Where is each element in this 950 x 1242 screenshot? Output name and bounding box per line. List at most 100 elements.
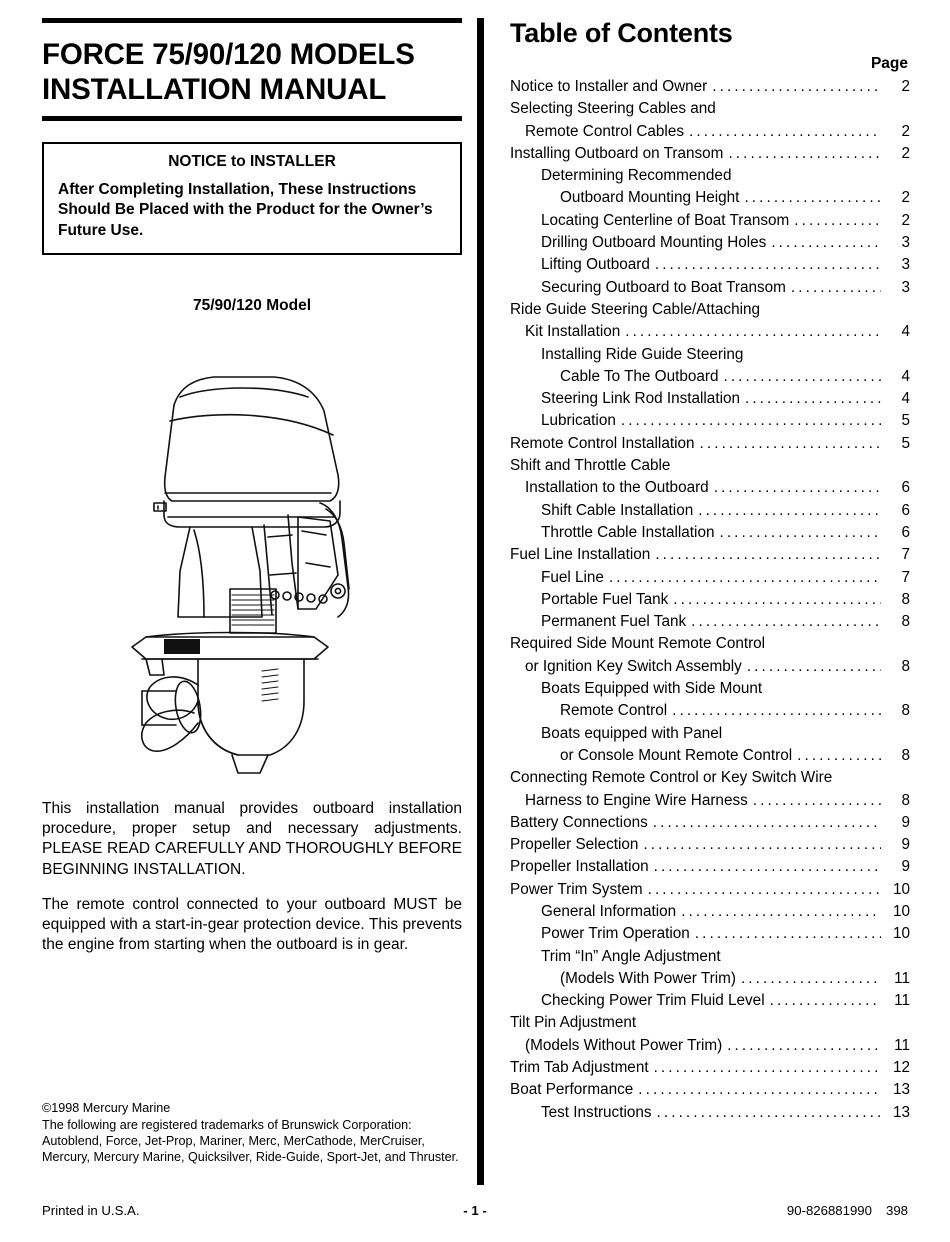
toc-entry[interactable]: Trim Tab Adjustment.....................… bbox=[510, 1060, 910, 1076]
toc-entry-page-number: 8 bbox=[901, 657, 910, 675]
toc-entry-page-number: 6 bbox=[901, 523, 910, 541]
table-of-contents: Table of Contents Page Notice to Install… bbox=[510, 18, 910, 1127]
toc-entry-label: Test Instructions bbox=[541, 1103, 652, 1121]
toc-entry-page-number: 3 bbox=[901, 256, 910, 274]
toc-entry-label: Harness to Engine Wire Harness bbox=[525, 791, 748, 809]
toc-entry-label: Locating Centerline of Boat Transom bbox=[541, 211, 790, 229]
toc-entry[interactable]: Locating Centerline of Boat Transom.....… bbox=[510, 211, 910, 229]
toc-leader-dots: ........................................… bbox=[744, 190, 881, 206]
toc-entry-page-number: 4 bbox=[901, 367, 910, 385]
toc-entry-label: Power Trim Operation bbox=[541, 925, 690, 943]
toc-entry[interactable]: Securing Outboard to Boat Transom.......… bbox=[510, 279, 910, 295]
toc-entry-page-number: 2 bbox=[901, 189, 910, 207]
toc-entry[interactable]: Test Instructions.......................… bbox=[510, 1103, 910, 1121]
toc-entry[interactable]: Drilling Outboard Mounting Holes........… bbox=[510, 235, 910, 251]
toc-entry[interactable]: Notice to Installer and Owner...........… bbox=[510, 78, 910, 95]
toc-entry[interactable]: Cable To The Outboard...................… bbox=[510, 367, 910, 385]
toc-entry-label: Fuel Line Installation bbox=[510, 546, 651, 564]
column-divider bbox=[477, 18, 484, 1185]
toc-entry[interactable]: Installing Outboard on Transom..........… bbox=[510, 145, 910, 162]
toc-entry-label: Installation to the Outboard bbox=[525, 479, 709, 497]
toc-entry[interactable]: Determining Recommended bbox=[510, 167, 910, 185]
toc-entry-page-number: 11 bbox=[894, 1036, 910, 1054]
toc-leader-dots: ........................................… bbox=[620, 413, 881, 429]
toc-entry[interactable]: Connecting Remote Control or Key Switch … bbox=[510, 770, 910, 786]
toc-entry[interactable]: Throttle Cable Installation.............… bbox=[510, 523, 910, 541]
toc-leader-dots: ........................................… bbox=[746, 658, 881, 675]
toc-leader-dots: ........................................… bbox=[691, 614, 881, 630]
toc-leader-dots: ........................................… bbox=[653, 1060, 881, 1076]
toc-entry-label: Lubrication bbox=[541, 412, 616, 430]
toc-entry-label: Notice to Installer and Owner bbox=[510, 78, 708, 95]
toc-entry[interactable]: Shift Cable Installation................… bbox=[510, 502, 910, 518]
toc-entry[interactable]: Installing Ride Guide Steering bbox=[510, 345, 910, 363]
toc-entry[interactable]: Power Trim System.......................… bbox=[510, 881, 910, 897]
intro-paragraph-2: The remote control connected to your out… bbox=[42, 895, 462, 953]
toc-entry[interactable]: Remote Control Installation.............… bbox=[510, 434, 910, 452]
toc-entry[interactable]: Steering Link Rod Installation..........… bbox=[510, 390, 910, 408]
toc-entry-page-number: 5 bbox=[901, 434, 910, 452]
toc-entry[interactable]: Checking Power Trim Fluid Level.........… bbox=[510, 993, 910, 1009]
toc-entry[interactable]: (Models With Power Trim)................… bbox=[510, 969, 910, 987]
toc-entry[interactable]: Outboard Mounting Height................… bbox=[510, 189, 910, 207]
toc-entry[interactable]: Power Trim Operation....................… bbox=[510, 925, 910, 943]
toc-entry[interactable]: Kit Installation........................… bbox=[510, 324, 910, 340]
toc-entry[interactable]: (Models Without Power Trim).............… bbox=[510, 1036, 910, 1054]
toc-entry[interactable]: Ride Guide Steering Cable/Attaching bbox=[510, 302, 910, 318]
toc-entry-page-number: 10 bbox=[892, 925, 910, 943]
toc-leader-dots: ........................................… bbox=[728, 145, 881, 162]
toc-entry-page-number: 7 bbox=[901, 546, 910, 564]
toc-entry-page-number: 10 bbox=[892, 902, 910, 920]
toc-entry[interactable]: Propeller Selection.....................… bbox=[510, 837, 910, 853]
toc-entry-label: Boats Equipped with Side Mount bbox=[541, 680, 763, 698]
toc-entry-label: Trim “In” Angle Adjustment bbox=[541, 947, 721, 965]
toc-entry[interactable]: or Ignition Key Switch Assembly.........… bbox=[510, 657, 910, 675]
toc-entry[interactable]: Fuel Line Installation..................… bbox=[510, 546, 910, 564]
toc-leader-dots: ........................................… bbox=[713, 480, 881, 496]
copyright-line: ©1998 Mercury Marine bbox=[42, 1101, 171, 1115]
footer-revision: 398 bbox=[885, 1203, 908, 1218]
toc-entry-page-number: 11 bbox=[894, 969, 910, 987]
notice-body-text: After Completing Installation, These Ins… bbox=[58, 180, 433, 239]
toc-entry[interactable]: Fuel Line...............................… bbox=[510, 569, 910, 585]
toc-entry[interactable]: Portable Fuel Tank......................… bbox=[510, 590, 910, 608]
toc-entry[interactable]: Boats Equipped with Side Mount bbox=[510, 680, 910, 698]
toc-entry-label: Permanent Fuel Tank bbox=[541, 613, 687, 631]
toc-entry[interactable]: or Console Mount Remote Control.........… bbox=[510, 746, 910, 764]
toc-entry-label: or Console Mount Remote Control bbox=[560, 746, 793, 764]
footer-page-number: - 1 - bbox=[463, 1203, 487, 1218]
toc-entry[interactable]: Tilt Pin Adjustment bbox=[510, 1015, 910, 1031]
toc-entry-label: Battery Connections bbox=[510, 813, 648, 831]
toc-entry[interactable]: General Information.....................… bbox=[510, 902, 910, 920]
toc-entry-label: Determining Recommended bbox=[541, 167, 732, 185]
toc-leader-dots: ........................................… bbox=[740, 970, 881, 987]
toc-entry[interactable]: Lifting Outboard........................… bbox=[510, 256, 910, 274]
toc-entry[interactable]: Required Side Mount Remote Control bbox=[510, 636, 910, 652]
toc-leader-dots: ........................................… bbox=[608, 569, 881, 585]
toc-entry[interactable]: Boat Performance........................… bbox=[510, 1082, 910, 1098]
toc-entry[interactable]: Lubrication.............................… bbox=[510, 412, 910, 430]
toc-entry-label: Remote Control Installation bbox=[510, 434, 695, 452]
toc-entry[interactable]: Installation to the Outboard............… bbox=[510, 479, 910, 497]
toc-entry-page-number: 6 bbox=[901, 479, 910, 497]
toc-leader-dots: ........................................… bbox=[744, 391, 881, 407]
toc-title: Table of Contents bbox=[510, 18, 733, 48]
toc-entry[interactable]: Harness to Engine Wire Harness..........… bbox=[510, 791, 910, 809]
toc-entry-label: Boats equipped with Panel bbox=[541, 724, 723, 742]
toc-entry-label: Installing Ride Guide Steering bbox=[541, 345, 744, 363]
toc-leader-dots: ........................................… bbox=[727, 1037, 881, 1054]
toc-entry[interactable]: Remote Control..........................… bbox=[510, 703, 910, 719]
toc-entry-label: Steering Link Rod Installation bbox=[541, 390, 740, 408]
toc-entry[interactable]: Trim “In” Angle Adjustment bbox=[510, 947, 910, 965]
toc-entry[interactable]: Remote Control Cables...................… bbox=[510, 123, 910, 139]
toc-leader-dots: ........................................… bbox=[672, 703, 881, 719]
toc-entry-label: Portable Fuel Tank bbox=[541, 590, 669, 608]
toc-entry[interactable]: Propeller Installation..................… bbox=[510, 859, 910, 875]
toc-entry[interactable]: Permanent Fuel Tank.....................… bbox=[510, 613, 910, 631]
toc-entry[interactable]: Battery Connections.....................… bbox=[510, 813, 910, 831]
toc-entry[interactable]: Selecting Steering Cables and bbox=[510, 101, 910, 117]
toc-entry[interactable]: Boats equipped with Panel bbox=[510, 724, 910, 742]
toc-entry[interactable]: Shift and Throttle Cable bbox=[510, 458, 910, 474]
